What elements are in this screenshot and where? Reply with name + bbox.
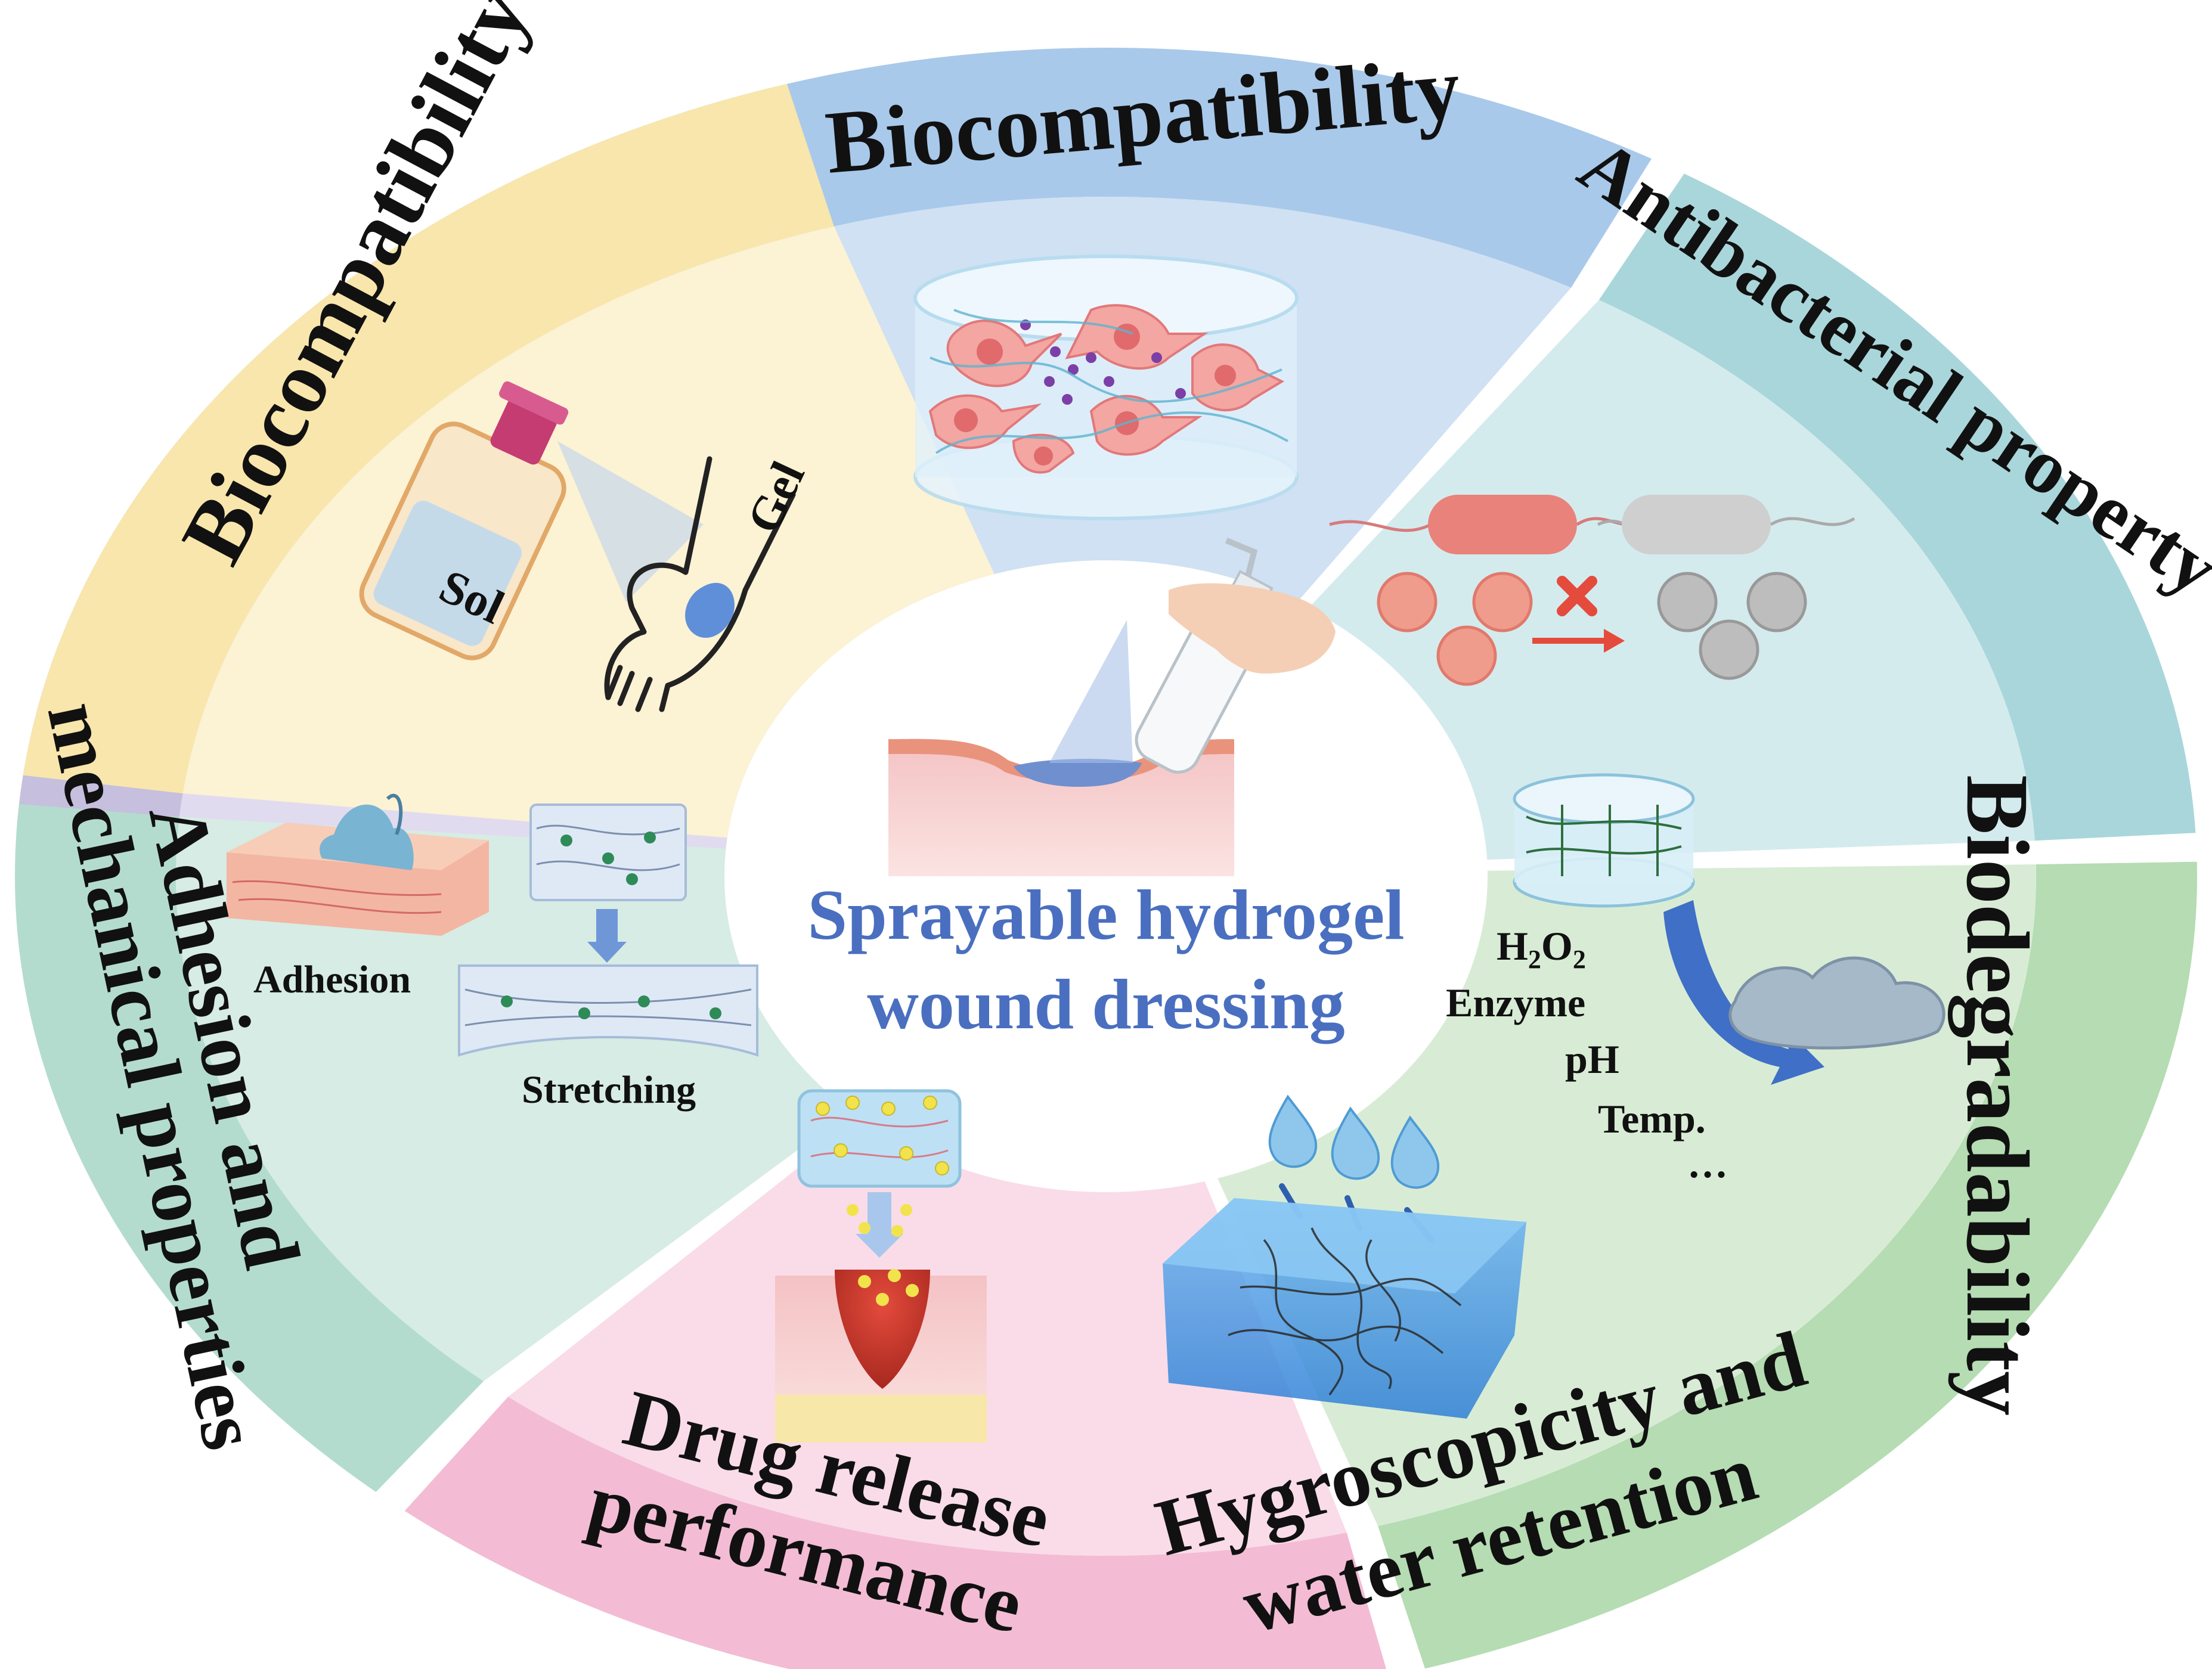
center-illustration: Sprayable hydrogel wound dressing <box>807 538 1405 1044</box>
drug-release-illustration <box>775 1089 987 1442</box>
hygroscopicity-illustration <box>1163 1094 1526 1419</box>
ph-label: pH <box>1565 1037 1619 1082</box>
live-bacterium <box>1428 495 1577 554</box>
adhesion-illustration: Adhesion Stretching <box>227 793 758 1112</box>
stretching-label: Stretching <box>522 1068 696 1112</box>
segment-inner-drug <box>176 817 851 1382</box>
segment-outer-degrade <box>1378 861 2197 1669</box>
h2o2-label: H2O2 <box>1497 923 1586 974</box>
network-stretched <box>458 964 758 1057</box>
drug-gel-block <box>797 1089 962 1188</box>
adhesion-label: Adhesion <box>253 958 411 1001</box>
hand-outline <box>604 456 796 712</box>
segment-outer-antibac <box>1598 173 2196 841</box>
dead-bacterium <box>1622 495 1771 554</box>
adhesive-gel <box>320 804 414 870</box>
biodegradation-illustration: H2O2 Enzyme pH Temp. … <box>1446 773 1945 1186</box>
segment-outer-drug <box>14 804 484 1492</box>
degraded-gel <box>1728 956 1945 1050</box>
temp-label: Temp. <box>1598 1096 1706 1141</box>
enzyme-label: Enzyme <box>1446 980 1585 1025</box>
spray-mist <box>557 441 704 602</box>
center-title-line1: Sprayable hydrogel <box>807 875 1404 955</box>
cell-culture-illustration <box>913 255 1299 520</box>
degradation-arrow <box>1663 900 1824 1085</box>
cross-icon <box>1557 576 1597 616</box>
drug-wound <box>835 1270 930 1389</box>
segments-layer <box>14 48 2197 1669</box>
segment-outer-hygro <box>404 1397 1386 1669</box>
gel-spot <box>685 582 735 638</box>
center-spray-mist <box>1049 620 1133 763</box>
title-biodegradability: Biodegradability <box>1948 775 2047 1416</box>
sprayed-gel <box>1014 759 1142 787</box>
segment-outer-bio <box>560 48 1652 288</box>
center-title-line2: wound dressing <box>867 964 1344 1044</box>
hand-icon <box>1169 583 1336 674</box>
antibacterial-illustration <box>1329 495 1855 686</box>
water-drops <box>1268 1094 1440 1189</box>
segment-outer-adhesion <box>23 83 834 794</box>
spray-illustration: Sol Gel <box>359 381 815 712</box>
segment-inner-adhesion <box>182 226 995 838</box>
etc-label: … <box>1687 1141 1728 1186</box>
